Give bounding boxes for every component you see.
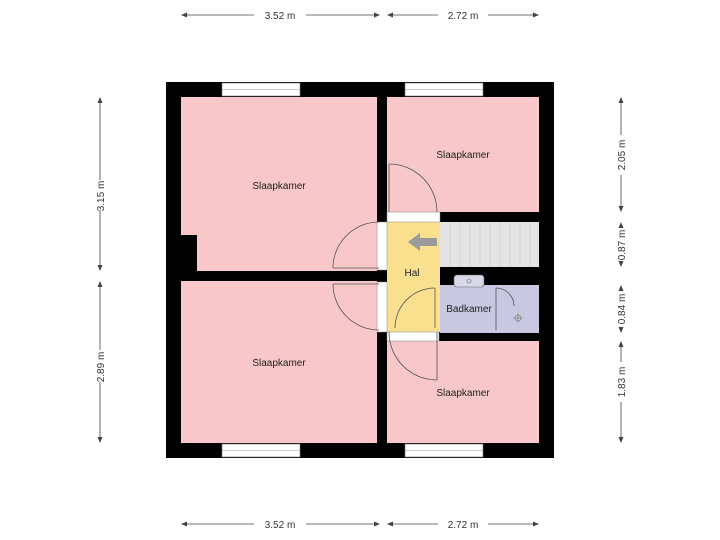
dim-top-left: 3.52 m (265, 11, 296, 22)
label-bedroom-top-left: Slaapkamer (252, 181, 306, 192)
label-bedroom-bottom-right: Slaapkamer (436, 388, 490, 399)
door-opening-bottom-right (386, 331, 440, 342)
door-swing-bottom-right (388, 331, 438, 381)
door-swing-shower (495, 287, 515, 307)
dim-right-2: 0.87 m (617, 230, 628, 261)
door-opening-top-left (376, 221, 388, 271)
dim-bottom-right: 2.72 m (448, 520, 479, 531)
label-hall: Hal (404, 268, 419, 279)
dimension-left (97, 97, 103, 443)
room-bedroom-bottom-right (387, 341, 539, 443)
door-swing-top-left (332, 221, 380, 269)
dim-right-4: 1.83 m (617, 367, 628, 398)
room-bedroom-top-right (387, 97, 539, 212)
door-swing-bottom-left (332, 283, 380, 331)
stair-direction-arrow-icon (408, 233, 437, 251)
room-bathroom (440, 285, 539, 333)
dim-right-1: 2.05 m (617, 140, 628, 171)
dimension-top (181, 12, 539, 18)
label-bedroom-bottom-left: Slaapkamer (252, 358, 306, 369)
door-opening-bottom-left (376, 281, 388, 333)
dim-left-upper: 3.15 m (96, 181, 107, 212)
room-bedroom-top-left (181, 97, 377, 271)
label-bathroom: Badkamer (446, 304, 492, 315)
dim-top-right: 2.72 m (448, 11, 479, 22)
stair-treads (449, 222, 531, 267)
sink-icon (453, 274, 485, 288)
door-swing-top-right (388, 163, 438, 213)
door-swing-hall (394, 287, 436, 329)
dim-left-lower: 2.89 m (96, 352, 107, 383)
label-bedroom-top-right: Slaapkamer (436, 150, 490, 161)
staircase (440, 222, 539, 267)
wall-notch (181, 235, 197, 271)
room-bedroom-bottom-left (181, 281, 377, 443)
door-opening-top-right (386, 211, 441, 223)
dim-bottom-left: 3.52 m (265, 520, 296, 531)
dimension-right (618, 97, 624, 443)
dim-right-3: 0.84 m (617, 294, 628, 325)
dimension-bottom (181, 521, 539, 527)
